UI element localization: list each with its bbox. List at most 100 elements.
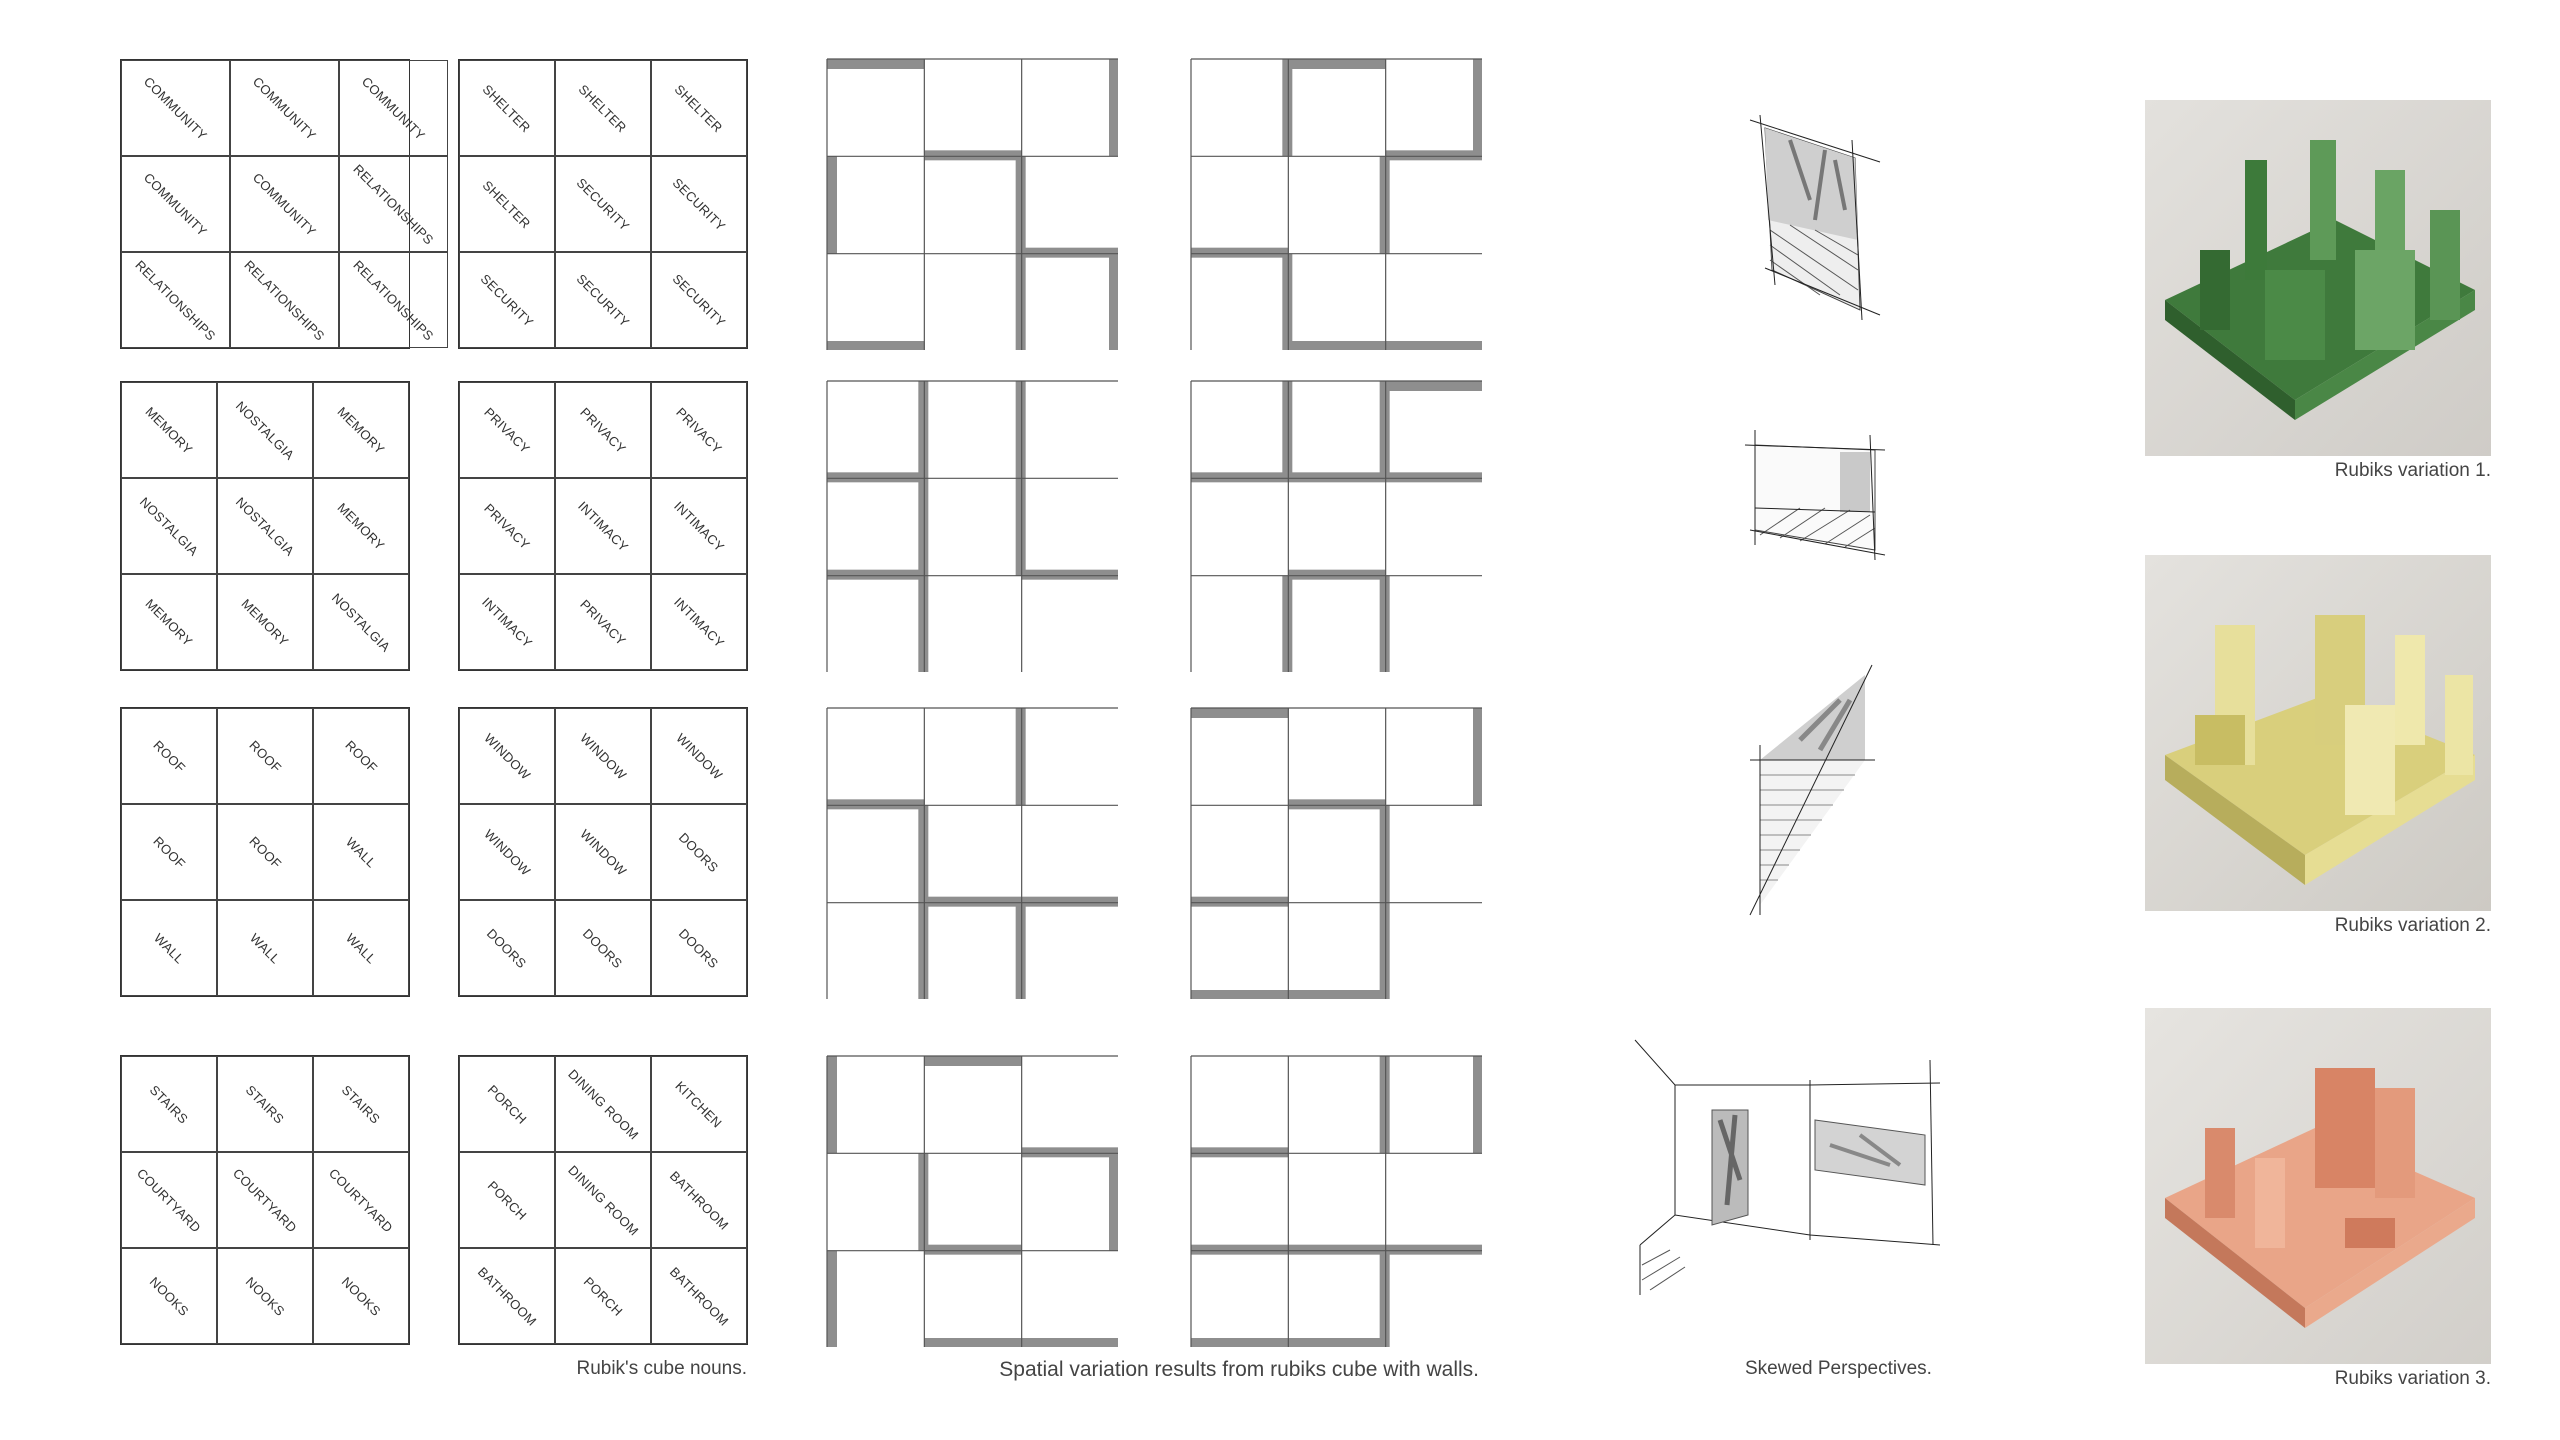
wall xyxy=(1379,575,1390,672)
noun-cell: SECURITY xyxy=(651,156,747,252)
photo-rubiks-variation-3 xyxy=(2145,1008,2491,1364)
noun-label: WINDOW xyxy=(480,729,534,783)
wall xyxy=(1015,708,1026,806)
caption-skewed: Skewed Perspectives. xyxy=(1745,1358,1932,1379)
photo-rubiks-variation-2 xyxy=(2145,555,2491,911)
wall-grid xyxy=(1190,58,1482,350)
noun-cell: SECURITY xyxy=(459,252,555,348)
noun-cell: SECURITY xyxy=(555,156,651,252)
noun-cell: INTIMACY xyxy=(459,574,555,670)
wall-grid xyxy=(826,58,1118,350)
noun-cell: DOORS xyxy=(459,900,555,996)
noun-label: WALL xyxy=(150,929,188,967)
noun-cell: DINING ROOM xyxy=(555,1152,651,1248)
wall-grid xyxy=(826,707,1118,999)
noun-cell: RELATIONSHIPS xyxy=(121,252,230,348)
wall xyxy=(1473,1056,1482,1154)
noun-label: DOORS xyxy=(580,925,626,971)
noun-label: MEMORY xyxy=(238,595,292,649)
noun-cell: RELATIONSHIPS xyxy=(338,252,448,348)
noun-label: WALL xyxy=(342,833,380,871)
noun-cell: PORCH xyxy=(459,1152,555,1248)
noun-label: RELATIONSHIPS xyxy=(241,256,328,344)
noun-cell: KITCHEN xyxy=(651,1056,747,1152)
noun-label: STAIRS xyxy=(242,1081,288,1127)
photo-rubiks-variation-1 xyxy=(2145,100,2491,456)
noun-label: ROOF xyxy=(245,736,285,776)
wall xyxy=(918,1153,929,1251)
noun-cell: BATHROOM xyxy=(651,1152,747,1248)
wall xyxy=(1109,1153,1118,1251)
noun-label: WALL xyxy=(342,929,380,967)
wall xyxy=(1288,59,1386,69)
noun-label: NOSTALGIA xyxy=(136,493,202,559)
wall xyxy=(1191,472,1482,483)
noun-cell: SECURITY xyxy=(651,252,747,348)
noun-cell: PRIVACY xyxy=(459,478,555,574)
wall-grid xyxy=(1190,380,1482,672)
noun-label: PRIVACY xyxy=(481,500,533,552)
noun-cell: COMMUNITY xyxy=(229,60,339,156)
noun-cell: PRIVACY xyxy=(459,382,555,478)
noun-cell: NOOKS xyxy=(217,1248,313,1344)
wall xyxy=(1288,799,1386,810)
noun-cell: STAIRS xyxy=(217,1056,313,1152)
noun-label: INTIMACY xyxy=(670,593,728,651)
noun-label: INTIMACY xyxy=(574,497,632,555)
noun-cell: NOSTALGIA xyxy=(217,382,313,478)
wall xyxy=(1282,381,1293,479)
skewed-sketch-2 xyxy=(1744,430,1886,561)
wall xyxy=(1109,59,1118,157)
noun-label: BATHROOM xyxy=(474,1263,540,1329)
skewed-sketch-3 xyxy=(1749,664,1875,916)
caption-spatial: Spatial variation results from rubiks cu… xyxy=(999,1358,1479,1381)
noun-cell: ROOF xyxy=(121,708,217,804)
skewed-sketch-4 xyxy=(1634,1039,1941,1295)
wall xyxy=(1109,253,1118,350)
noun-label: PORCH xyxy=(580,1273,626,1319)
wall xyxy=(1191,896,1289,907)
wall xyxy=(1191,1244,1482,1255)
noun-cell: WALL xyxy=(121,900,217,996)
wall xyxy=(1021,247,1118,258)
noun-label: SECURITY xyxy=(573,270,633,330)
noun-label: PRIVACY xyxy=(577,404,629,456)
noun-cell: COMMUNITY xyxy=(121,60,230,156)
wall xyxy=(827,799,925,810)
wall xyxy=(1385,150,1482,161)
noun-label: SECURITY xyxy=(477,270,537,330)
noun-cell: WINDOW xyxy=(651,708,747,804)
wall xyxy=(1473,708,1482,806)
noun-label: COURTYARD xyxy=(230,1165,300,1235)
noun-label: PORCH xyxy=(484,1177,530,1223)
noun-label: SECURITY xyxy=(573,174,633,234)
noun-cell: COMMUNITY xyxy=(338,60,448,156)
noun-label: ROOF xyxy=(149,736,189,776)
noun-label: RELATIONSHIPS xyxy=(350,256,437,344)
caption-nouns: Rubik's cube nouns. xyxy=(576,1358,747,1379)
noun-cell: WINDOW xyxy=(555,708,651,804)
skewed-sketch-1 xyxy=(1749,114,1881,321)
noun-label: COMMUNITY xyxy=(140,169,211,239)
noun-label: WINDOW xyxy=(480,825,534,879)
noun-cell: WALL xyxy=(217,900,313,996)
noun-cell: MEMORY xyxy=(121,574,217,670)
noun-cell: RELATIONSHIPS xyxy=(338,156,448,252)
wall xyxy=(1021,1147,1118,1158)
noun-cell: BATHROOM xyxy=(651,1248,747,1344)
noun-label: ROOF xyxy=(245,832,285,872)
noun-cell: ROOF xyxy=(313,708,409,804)
caption-variation-2: Rubiks variation 2. xyxy=(2334,915,2491,936)
noun-cell: ROOF xyxy=(121,804,217,900)
wall xyxy=(1191,1147,1289,1158)
noun-label: COURTYARD xyxy=(134,1165,204,1235)
noun-label: BATHROOM xyxy=(666,1167,732,1233)
noun-cell: SHELTER xyxy=(555,60,651,156)
wall xyxy=(827,472,925,483)
noun-cell: STAIRS xyxy=(313,1056,409,1152)
noun-cell: PORCH xyxy=(459,1056,555,1152)
noun-cell: WINDOW xyxy=(555,804,651,900)
noun-label: SHELTER xyxy=(576,81,630,135)
noun-label: ROOF xyxy=(341,736,381,776)
